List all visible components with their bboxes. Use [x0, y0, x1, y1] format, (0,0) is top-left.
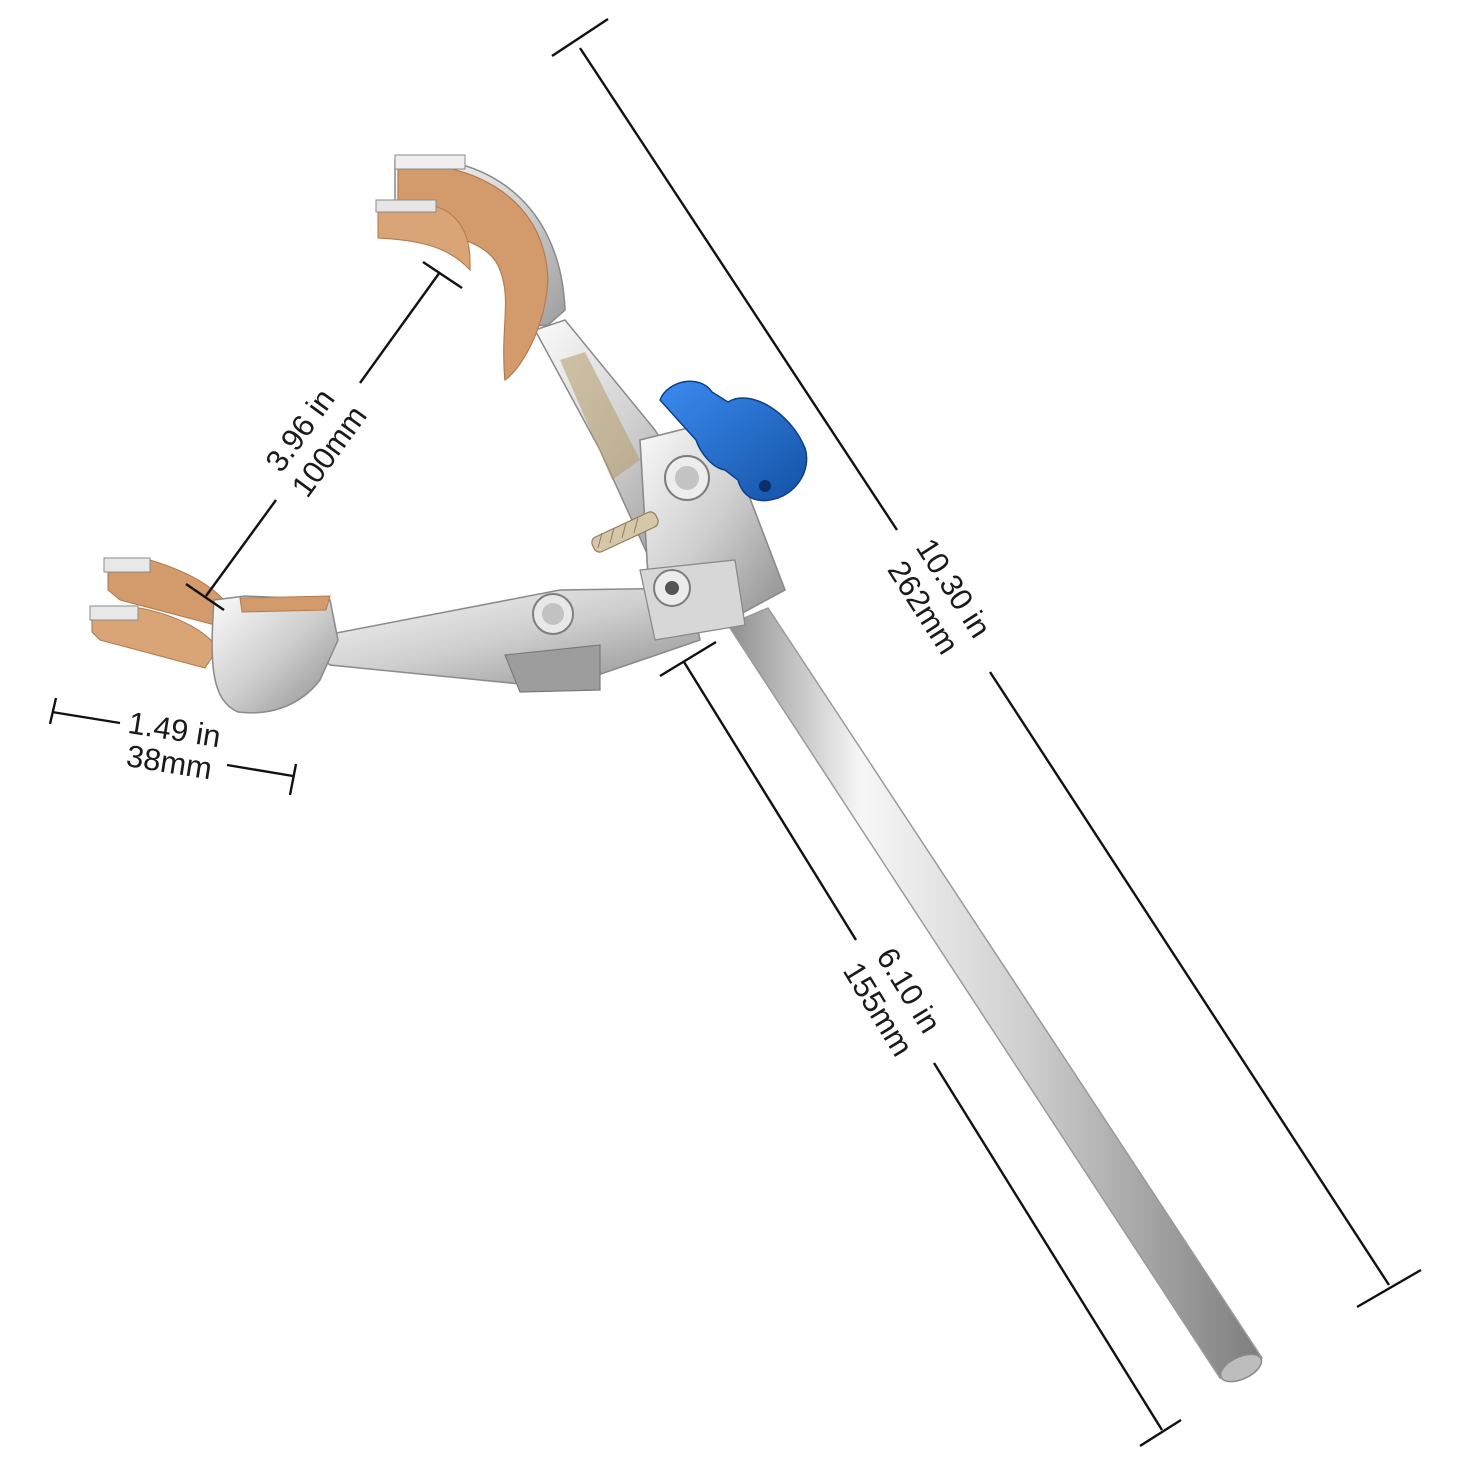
clamp-rod	[726, 607, 1264, 1383]
adjustment-screw	[591, 511, 659, 553]
dimension-rod-length: 6.10 in 155mm	[659, 640, 1182, 1448]
lower-arm	[298, 587, 701, 693]
dimension-jaw-opening: 3.96 in 100mm	[185, 261, 463, 611]
wing-knob-icon	[659, 380, 808, 502]
lower-jaw	[89, 557, 339, 714]
clamp-illustration	[89, 154, 1264, 1383]
upper-jaw	[375, 154, 566, 382]
clamp-body	[639, 419, 786, 641]
